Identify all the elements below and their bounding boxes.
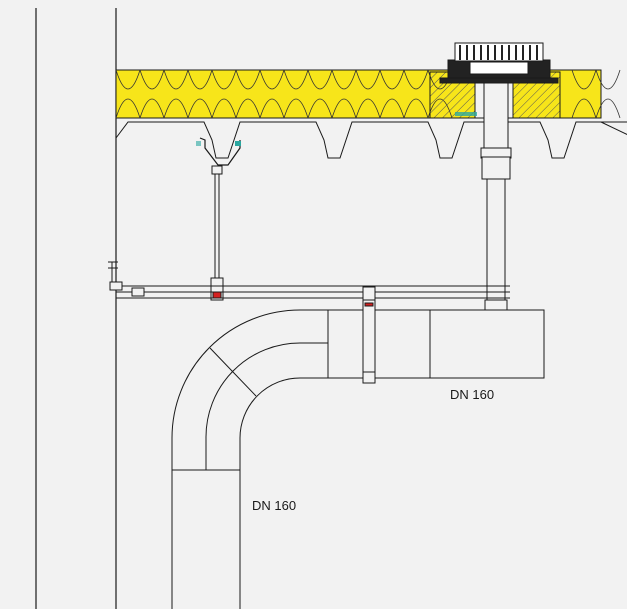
insulation-pattern bbox=[115, 69, 621, 119]
hanger-bracket bbox=[196, 112, 477, 166]
duct-elbow bbox=[171, 309, 328, 470]
roof-drain-head bbox=[439, 42, 559, 84]
support-rail bbox=[116, 285, 510, 299]
wall-fixing bbox=[108, 261, 123, 291]
label-horizontal-duct-dn160: DN 160 bbox=[450, 387, 495, 402]
label-vertical-duct-dn160: DN 160 bbox=[252, 498, 297, 513]
pipe-clamp bbox=[362, 286, 376, 384]
vertical-duct bbox=[171, 469, 241, 609]
drain-downpipe bbox=[480, 82, 512, 311]
horizontal-duct bbox=[327, 309, 545, 379]
hanger-rod bbox=[210, 165, 224, 301]
